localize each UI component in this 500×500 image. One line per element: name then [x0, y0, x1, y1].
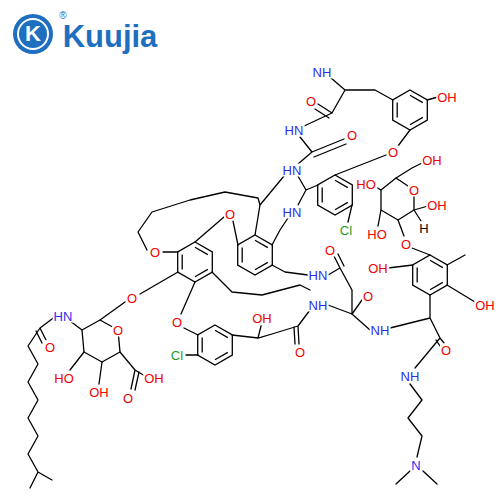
chlorine-label: Cl: [339, 224, 353, 237]
oxygen-label: O: [126, 292, 138, 305]
oxygen-label: O: [400, 238, 412, 251]
oxygen-label: O: [44, 341, 56, 354]
double-bond-line: [195, 269, 208, 276]
oxygen-label: O: [112, 324, 124, 337]
nitrogen-label: NH: [312, 66, 333, 79]
double-bond-line: [430, 282, 443, 289]
logo-letter: K: [24, 23, 42, 45]
double-bond-line: [397, 103, 398, 118]
oxygen-label: OH: [474, 299, 496, 312]
double-bond-line: [202, 338, 203, 353]
oxygen-label: OH: [143, 372, 165, 385]
double-bond-line: [322, 188, 323, 203]
registered-mark: ®: [58, 11, 67, 21]
oxygen-label: O: [294, 346, 306, 359]
oxygen-label: O: [224, 208, 236, 221]
double-bond-line: [255, 262, 268, 269]
double-bond-line: [195, 247, 208, 254]
oxygen-label: O: [440, 344, 452, 357]
double-bond-line: [410, 95, 423, 102]
bond-lines: [28, 78, 475, 488]
oxygen-label: OH: [426, 199, 448, 212]
chlorine-label: Cl: [170, 349, 184, 362]
oxygen-label: HO: [53, 372, 75, 385]
aromatic-ring: [198, 325, 233, 365]
oxygen-label: O: [346, 129, 358, 142]
aromatic-ring: [393, 90, 428, 130]
oxygen-label: OH: [436, 91, 458, 104]
aromatic-ring: [318, 175, 353, 215]
oxygen-label: O: [305, 95, 317, 108]
oxygen-label: HO: [355, 178, 377, 191]
double-bond-line: [242, 248, 243, 263]
oxygen-label: OH: [88, 386, 110, 399]
logo-icon: [13, 14, 53, 54]
oxygen-label: O: [149, 246, 161, 259]
oxygen-label: OH: [251, 312, 273, 325]
double-bond-line: [255, 240, 268, 247]
double-bond-line: [182, 255, 183, 270]
oxygen-label: O: [122, 392, 134, 405]
nitrogen-label: NH: [370, 324, 391, 337]
nitrogen-label: HN: [284, 124, 305, 137]
oxygen-label: O: [171, 316, 183, 329]
oxygen-label: OH: [421, 154, 443, 167]
aromatic-ring: [238, 235, 273, 275]
nitrogen-label: HN: [282, 206, 303, 219]
double-bond-line: [335, 202, 348, 209]
nitrogen-label: NH: [308, 299, 329, 312]
double-bond-line: [215, 330, 228, 337]
hydrogen-label: H: [418, 222, 429, 235]
double-bond-line: [215, 352, 228, 359]
oxygen-label: O: [324, 244, 336, 257]
double-bond-line: [417, 268, 418, 283]
nitrogen-label: HN: [308, 269, 329, 282]
oxygen-label: O: [362, 290, 374, 303]
double-bond-line: [410, 117, 423, 124]
nitrogen-label: HN: [282, 164, 303, 177]
aromatic-ring: [178, 242, 213, 282]
aromatic-ring: [413, 255, 448, 295]
nitrogen-label: NH: [400, 370, 421, 383]
double-bond-line: [430, 260, 443, 267]
oxygen-label: O: [408, 184, 420, 197]
oxygen-label: HO: [366, 228, 388, 241]
logo-wordmark: Kuujia: [62, 21, 159, 52]
oxygen-label: O: [387, 146, 399, 159]
oxygen-label: OH: [367, 262, 389, 275]
nitrogen-label: N: [410, 459, 421, 472]
nitrogen-label: HN: [53, 310, 74, 323]
double-bond-line: [335, 180, 348, 187]
